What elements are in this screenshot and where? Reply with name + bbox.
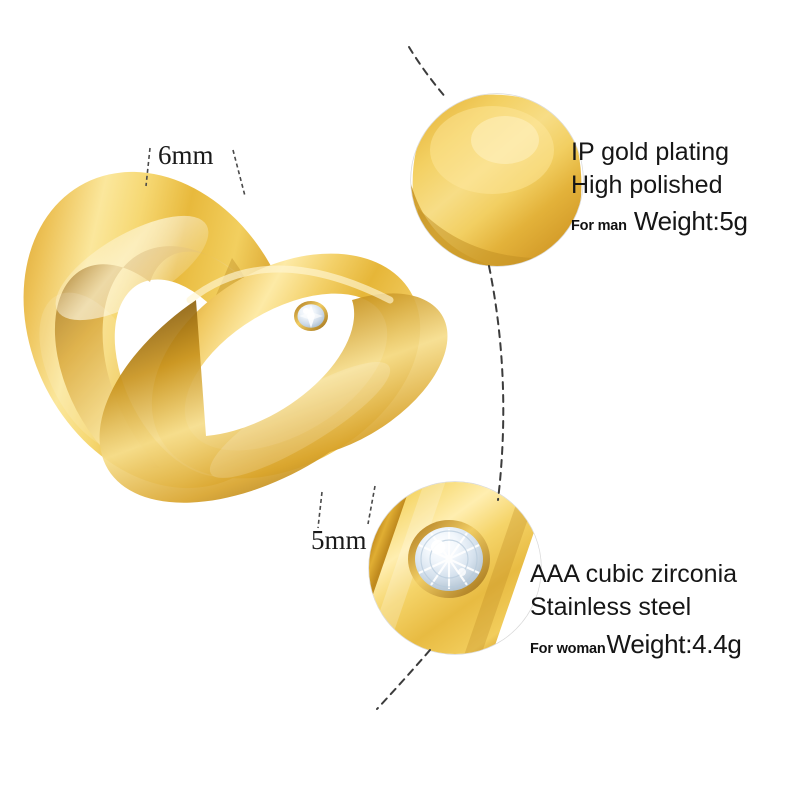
- spec-woman-audience: For woman: [530, 641, 606, 657]
- womens-ring-gloss: [209, 361, 391, 479]
- spec-man-weight-row: For man Weight:5g: [571, 204, 748, 243]
- dimension-leader-lines: [145, 147, 376, 529]
- leader-6mm-left: [145, 147, 151, 187]
- leader-5mm-right: [367, 485, 376, 525]
- magnifier-man-content: [411, 94, 583, 266]
- magnifier-man-surface: [412, 94, 582, 266]
- dimension-label-5mm: 5mm: [311, 525, 367, 555]
- magnifier-woman-gemstone: [408, 520, 490, 598]
- womens-ring-rim-highlight: [186, 265, 394, 304]
- connector-woman-bottom: [376, 649, 431, 710]
- magnifier-man: [410, 93, 584, 267]
- womens-ring-inner-wall: [99, 293, 448, 503]
- womens-ring-gemstone: [294, 301, 328, 331]
- spec-man-line2: High polished: [571, 171, 723, 199]
- spec-man-line1: IP gold plating: [571, 138, 729, 166]
- connector-man-top: [408, 46, 448, 100]
- spec-woman-line1: AAA cubic zirconia: [530, 560, 738, 588]
- spec-block-man: IP gold plating High polished For man We…: [571, 136, 748, 243]
- magnifier-woman: [368, 481, 542, 655]
- leader-6mm-right: [232, 149, 246, 197]
- callout-connector-lines: [376, 46, 505, 710]
- womens-ring: [99, 253, 448, 503]
- spec-block-woman: AAA cubic zirconia Stainless steel For w…: [530, 558, 742, 666]
- leader-5mm-left: [317, 491, 323, 529]
- mens-ring-highlight: [55, 215, 209, 321]
- connector-man-to-woman: [488, 265, 505, 501]
- spec-man-weight: Weight:5g: [633, 206, 748, 236]
- spec-man-audience: For man: [571, 218, 627, 234]
- magnifier-woman-content: [369, 482, 541, 654]
- spec-woman-weight: Weight:4.4g: [606, 629, 742, 659]
- spec-woman-line2: Stainless steel: [530, 593, 692, 621]
- spec-woman-weight-row: For woman Weight:4.4g: [530, 627, 742, 666]
- dimension-label-6mm: 6mm: [158, 140, 214, 170]
